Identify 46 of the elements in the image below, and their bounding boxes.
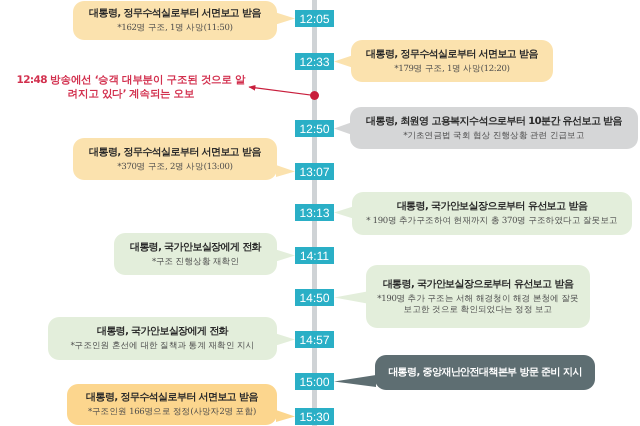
bubble-note: *179명 구조, 1명 사망(12:20)	[394, 64, 510, 74]
speech-bubble	[352, 192, 632, 235]
time-tag: 15:00	[295, 373, 334, 390]
bubble-pointer	[276, 410, 295, 422]
time-tag: 13:13	[295, 204, 334, 221]
speech-bubble	[114, 233, 277, 275]
bubble-note: *기초연금법 국회 협상 진행상황 관련 긴급보고	[403, 130, 585, 142]
bubble-note: *구조인원 혼선에 대한 질책과 통계 재확인 지시	[70, 341, 254, 352]
speech-bubble	[73, 1, 277, 40]
annotation-text: 12:48 방송에선 ‘승객 대부분이 구조된 것으로 알려지고 있다’ 계속되는 오보	[14, 73, 248, 101]
bubble-heading: 대통령, 중앙재난안전대책본부 방문 준비 지시	[388, 366, 582, 379]
timeline-dot	[310, 91, 319, 100]
bubble-pointer	[334, 292, 367, 304]
bubble-pointer	[334, 375, 376, 387]
bubble-heading: 대통령, 국가안보실장에게 전화	[96, 325, 228, 338]
leader-arrow	[248, 84, 310, 96]
speech-bubble	[67, 384, 277, 425]
time-tag: 12:50	[295, 120, 334, 137]
time-tag: 15:30	[295, 408, 334, 425]
bubble-heading: 대통령, 최원영 고용복지수석으로부터 10분간 유선보고 받음	[366, 114, 622, 128]
time-tag: 13:07	[295, 163, 334, 180]
bubble-note: * 190명 추가구조하여 현재까지 총 370명 구조하였다고 잘못보고	[366, 216, 618, 227]
bubble-heading: 대통령, 정무수석실로부터 서면보고 받음	[86, 391, 258, 404]
bubble-note: *구조인원 166명으로 정정(사망자2명 포함)	[88, 407, 256, 418]
speech-bubble	[366, 265, 590, 328]
bubble-heading: 대통령, 국가안보실장으로부터 유선보고 받음	[382, 278, 574, 290]
bubble-note: *구조 진행상황 재확인	[152, 256, 240, 268]
bubble-pointer	[276, 165, 295, 177]
time-tag: 14:57	[295, 331, 334, 348]
time-tag: 14:11	[295, 247, 334, 264]
bubble-heading: 대통령, 정무수석실로부터 서면보고 받음	[89, 7, 261, 20]
bubble-note: *162명 구조, 1명 사망(11:50)	[117, 23, 233, 34]
speech-bubble	[73, 138, 277, 180]
time-tag: 12:05	[295, 10, 334, 27]
speech-bubble	[351, 40, 553, 82]
bubble-heading: 대통령, 정무수석실로부터 서면보고 받음	[366, 48, 538, 60]
bubble-note: *190명 추가 구조는 서해 해경청이 해경 본청에 잘못 보고한 것으로 확인되었다는 정정 보고	[376, 294, 580, 316]
time-tag: 14:50	[295, 289, 334, 306]
bubble-heading: 대통령, 국가안보실장에게 전화	[130, 240, 262, 254]
bubble-heading: 대통령, 국가안보실장으로부터 유선보고 받음	[396, 200, 588, 213]
speech-bubble	[375, 355, 595, 390]
speech-bubble	[48, 317, 277, 360]
speech-bubble	[350, 107, 638, 149]
bubble-heading: 대통령, 정무수석실로부터 서면보고 받음	[89, 146, 261, 158]
time-tag: 12:33	[295, 53, 334, 70]
bubble-note: *370명 구조, 2명 사망(13:00)	[117, 162, 233, 172]
